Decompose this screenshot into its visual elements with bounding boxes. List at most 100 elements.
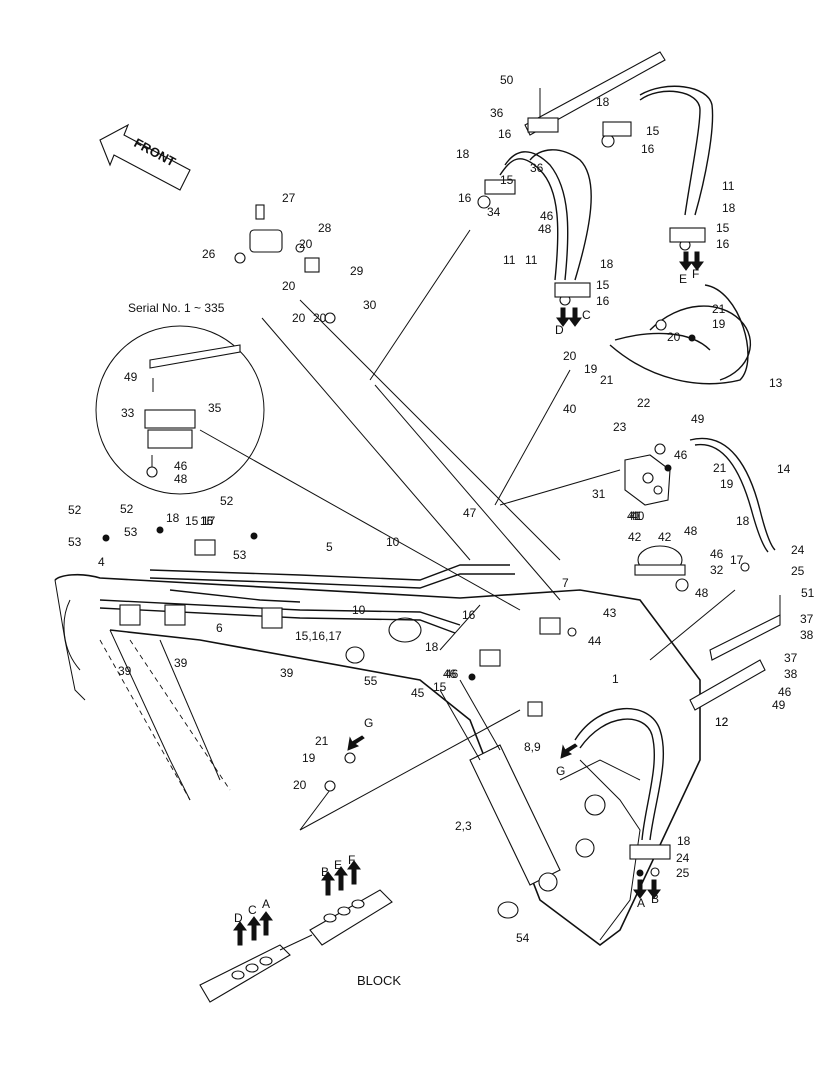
part-label: 17 [202, 514, 216, 528]
part-label: 16 [498, 127, 512, 141]
part-label: 20 [292, 311, 306, 325]
part-label: 16 [641, 142, 655, 156]
part-label: 54 [516, 931, 530, 945]
valve-31 [624, 454, 671, 506]
part-label: 40 [631, 509, 645, 523]
port-letter-b: B [321, 865, 329, 879]
part-label: 26 [202, 247, 216, 261]
serial-label: Serial No. 1 ~ 335 [128, 301, 225, 315]
part-label: 20 [667, 330, 681, 344]
part-label: 2,3 [455, 819, 472, 833]
part-label: 21 [315, 734, 329, 748]
part-label: 33 [121, 406, 135, 420]
port-letter-d: D [234, 911, 243, 925]
part-label: 46 [674, 448, 688, 462]
boom-foot [538, 759, 641, 941]
part-label: 18 [600, 257, 614, 271]
part-label: 48 [684, 524, 698, 538]
port-letters: A B C D E F G G A C D B E F [234, 267, 699, 925]
part-label: 52 [120, 502, 134, 516]
leader-lines [199, 229, 736, 831]
part-label: 15,16,17 [295, 629, 342, 643]
part-label: 8,9 [524, 740, 541, 754]
part-label: 46 [778, 685, 792, 699]
block-assembly [199, 860, 393, 1003]
bars-37-38 [689, 595, 781, 711]
port-letter-e: E [679, 272, 687, 286]
part-label: 46 [445, 667, 459, 681]
boom-cylinder [388, 617, 561, 886]
part-label: 22 [637, 396, 651, 410]
part-label: 41 [629, 509, 643, 523]
part-label: 48 [695, 586, 709, 600]
part-label: 18 [166, 511, 180, 525]
part-label: 18 [596, 95, 610, 109]
part-label: 25 [791, 564, 805, 578]
part-label: 6 [216, 621, 223, 635]
part-label: 25 [676, 866, 690, 880]
block-label: BLOCK [357, 973, 401, 988]
part-label: 42 [628, 530, 642, 544]
part-label: 36 [490, 106, 504, 120]
part-label: 19 [584, 362, 598, 376]
port-letter-a: A [262, 897, 270, 911]
part-label: 42 [658, 530, 672, 544]
part-label: 1 [612, 672, 619, 686]
part-label: 20 [293, 778, 307, 792]
port-arrows [347, 251, 704, 899]
part-label: 44 [588, 634, 602, 648]
part-label: 52 [220, 494, 234, 508]
part-label: 4 [98, 555, 105, 569]
part-label: 37 [784, 651, 798, 665]
part-label: 29 [350, 264, 364, 278]
part-label: 11 [503, 253, 516, 267]
part-label: 13 [769, 376, 783, 390]
part-label: 30 [363, 298, 377, 312]
part-label: 15 [200, 514, 214, 528]
port-letter-c: C [582, 308, 591, 322]
part-label: 53 [233, 548, 247, 562]
part-label: 50 [500, 73, 514, 87]
part-label: 39 [174, 656, 188, 670]
inset-clamp-bar [144, 344, 241, 474]
hoses-12 [574, 708, 665, 841]
part-label: 39 [118, 664, 132, 678]
port-letter-d: D [555, 323, 564, 337]
serial-inset-circle [95, 325, 265, 495]
part-label: 19 [302, 751, 316, 765]
part-label: 32 [710, 563, 724, 577]
part-label: 15 [185, 514, 199, 528]
part-label: 38 [784, 667, 798, 681]
part-label: 45 [411, 686, 425, 700]
part-label: 7 [562, 576, 569, 590]
part-label: 52 [68, 503, 82, 517]
part-label: 5 [326, 540, 333, 554]
front-arrow-icon [99, 123, 191, 191]
part-label: 19 [712, 317, 726, 331]
part-label: 55 [364, 674, 378, 688]
part-label: 20 [282, 279, 296, 293]
part-label: 35 [208, 401, 222, 415]
fittings [102, 121, 750, 919]
part-label: 11 [525, 253, 538, 267]
part-label: 46 [710, 547, 724, 561]
part-label: 18 [456, 147, 470, 161]
part-label: 48 [538, 222, 552, 236]
boom-outline [54, 573, 701, 946]
part-label: 18 [722, 201, 736, 215]
part-label: 12 [715, 715, 729, 729]
part-label: 15 [433, 680, 447, 694]
part-label: 15 [716, 221, 730, 235]
part-label: 46 [174, 459, 188, 473]
part-label: 12 [715, 715, 729, 729]
part-label: 53 [124, 525, 138, 539]
part-label: 20 [299, 237, 313, 251]
part-label: 15 [646, 124, 660, 138]
part-label: 24 [676, 851, 690, 865]
port-letter-e: E [334, 858, 342, 872]
repeat-labels: 11 12 15 15 15 15 15 16 16 16 16 16 16 1… [120, 95, 798, 880]
part-label: 51 [801, 586, 815, 600]
part-label: 47 [463, 506, 477, 520]
